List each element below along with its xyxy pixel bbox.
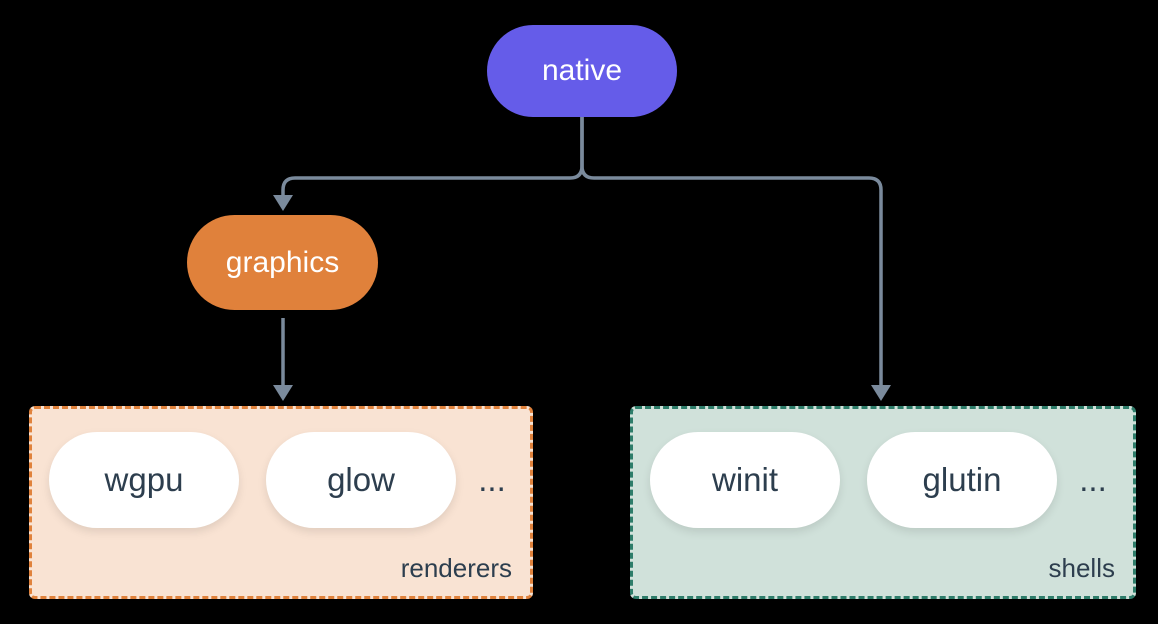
arrowhead-renderers-icon	[273, 385, 293, 401]
node-wgpu: wgpu	[49, 432, 239, 528]
node-winit: winit	[650, 432, 840, 528]
node-glow: glow	[266, 432, 456, 528]
node-winit-label: winit	[711, 461, 779, 498]
arrowhead-graphics-icon	[273, 195, 293, 211]
shells-group-label: shells	[1048, 553, 1115, 583]
node-graphics: graphics	[187, 215, 378, 310]
group-renderers: wgpu glow ... renderers	[29, 406, 533, 599]
node-native: native	[487, 25, 677, 117]
renderers-group-label: renderers	[400, 553, 512, 583]
node-glutin: glutin	[867, 432, 1057, 528]
edge-native-to-graphics	[281, 117, 584, 195]
node-native-label: native	[541, 54, 623, 87]
edge-native-to-shells	[580, 117, 883, 387]
node-glutin-label: glutin	[922, 461, 1002, 498]
node-graphics-label: graphics	[225, 245, 340, 279]
arrowhead-shells-icon	[871, 385, 891, 401]
renderers-ellipsis: ...	[478, 461, 506, 498]
group-shells: winit glutin ... shells	[630, 406, 1136, 599]
shells-ellipsis: ...	[1079, 461, 1107, 498]
node-wgpu-label: wgpu	[104, 461, 184, 498]
node-glow-label: glow	[327, 461, 395, 498]
